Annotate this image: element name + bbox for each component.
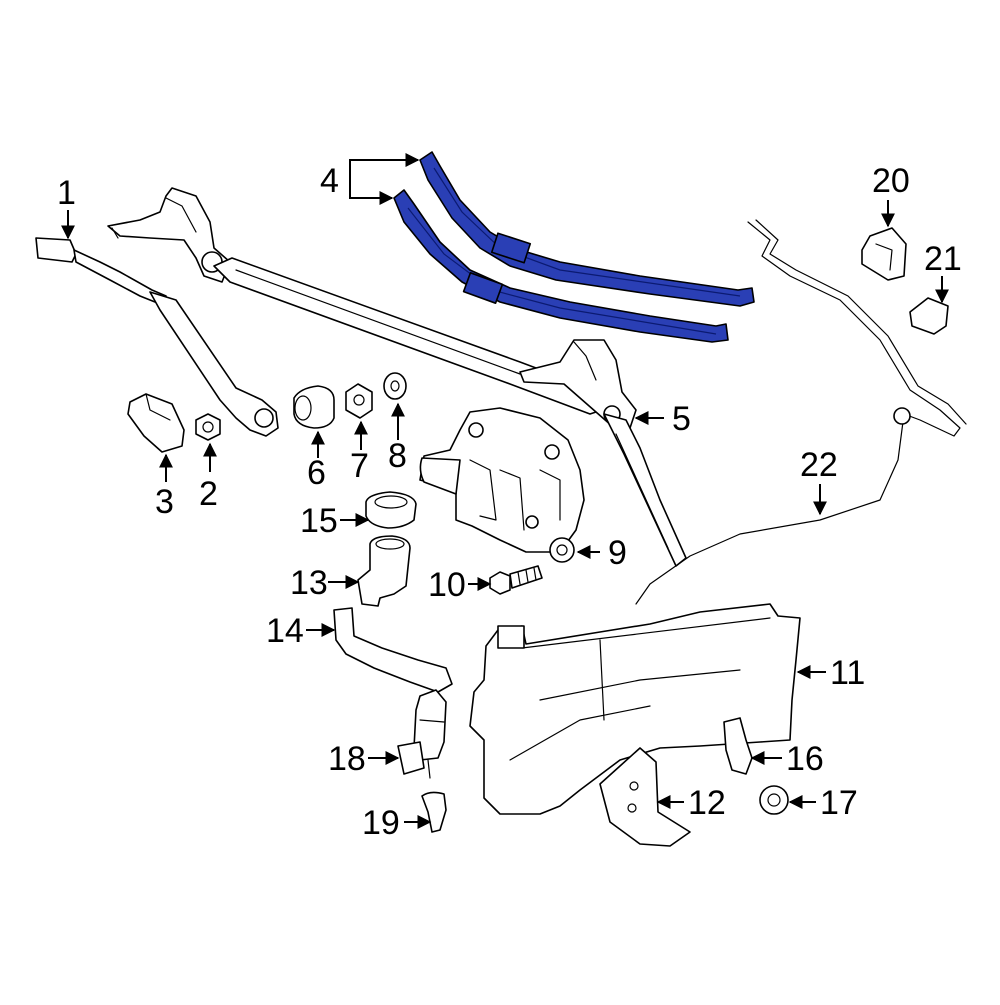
bushing	[293, 385, 335, 429]
callout-labels: 1 2 3 4 5 6 7 8 9 10 11 12 13 14 15 16 1…	[57, 162, 962, 842]
filler-neck-cap	[365, 491, 417, 529]
sensor-grommet	[759, 785, 789, 815]
hose-clip	[909, 297, 949, 335]
callout-22: 22	[800, 446, 838, 484]
callout-17: 17	[820, 784, 858, 822]
level-sensor	[723, 717, 753, 775]
wiper-arm-right	[603, 413, 687, 567]
callout-16: 16	[786, 740, 824, 778]
wiper-arm-left	[35, 237, 279, 437]
arm-nut	[195, 413, 221, 441]
callout-8: 8	[388, 437, 407, 475]
bolt	[489, 565, 543, 595]
callout-2: 2	[199, 475, 218, 513]
callout-11: 11	[830, 654, 865, 692]
callout-14: 14	[266, 612, 304, 650]
callout-7: 7	[350, 447, 369, 485]
callout-1: 1	[57, 174, 76, 212]
callout-6: 6	[307, 454, 326, 492]
pump-grommet	[421, 791, 447, 833]
callout-10: 10	[428, 566, 466, 604]
washer-pump	[397, 689, 447, 779]
callout-3: 3	[155, 483, 174, 521]
pivot-nut	[345, 383, 373, 419]
callout-12: 12	[688, 784, 726, 822]
callout-5: 5	[672, 400, 691, 438]
washer-nozzle	[861, 227, 907, 281]
washer-reservoir	[469, 603, 801, 815]
filler-neck	[357, 535, 411, 607]
callout-4: 4	[320, 162, 339, 200]
callout-15: 15	[300, 502, 338, 540]
washer	[383, 372, 407, 400]
filler-hose	[333, 607, 453, 693]
wiper-linkage	[107, 187, 637, 429]
wiper-blades	[393, 151, 755, 343]
callout-13: 13	[290, 564, 328, 602]
callout-20: 20	[872, 162, 910, 200]
callout-9: 9	[608, 534, 627, 572]
wiper-motor	[419, 407, 585, 563]
leader-lines	[61, 153, 949, 829]
callout-21: 21	[924, 240, 962, 278]
wiper-arm-cap	[127, 393, 185, 453]
callout-19: 19	[362, 804, 400, 842]
callout-18: 18	[328, 740, 366, 778]
reservoir-bracket	[599, 747, 691, 847]
washer-hose	[635, 219, 967, 605]
